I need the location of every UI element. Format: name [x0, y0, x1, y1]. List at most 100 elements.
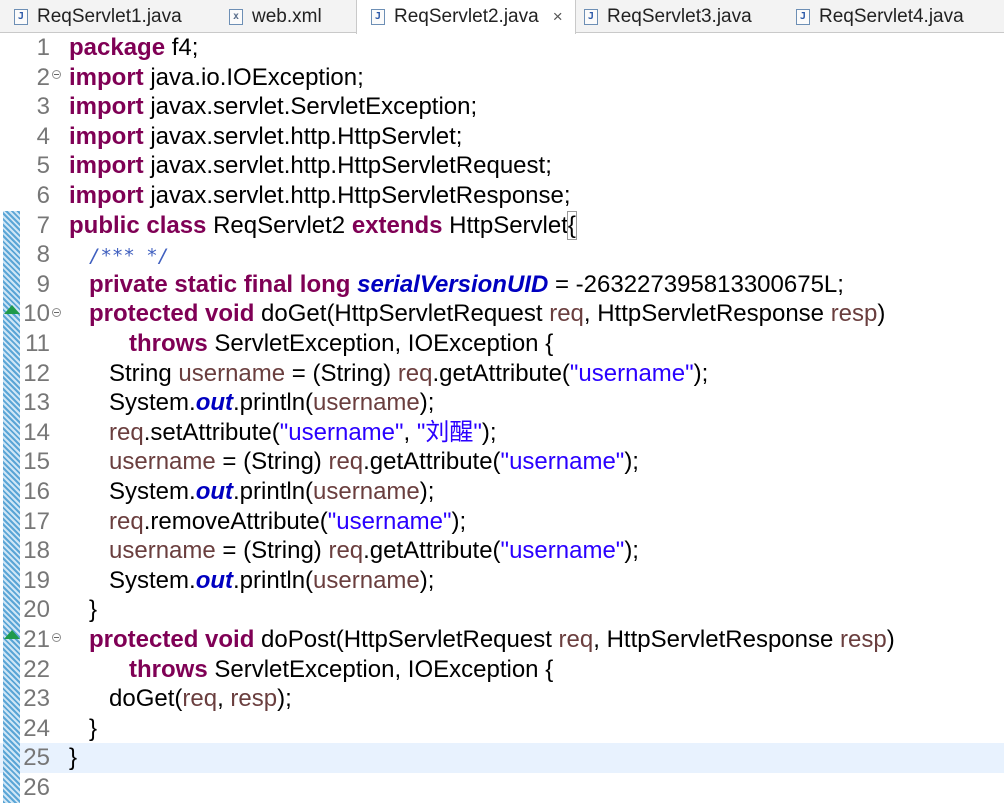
- line-number: 12: [23, 359, 50, 387]
- code-line[interactable]: 24 }: [0, 714, 1004, 744]
- fold-toggle-icon[interactable]: [52, 70, 61, 79]
- code-line[interactable]: 12 String username = (String) req.getAtt…: [0, 359, 1004, 389]
- code-text: String username = (String) req.getAttrib…: [69, 359, 709, 387]
- code-line[interactable]: 1 package f4;: [0, 33, 1004, 63]
- code-text: import javax.servlet.http.HttpServletReq…: [69, 152, 552, 180]
- tab-web-xml[interactable]: x web.xml: [229, 0, 322, 33]
- editor-tab-bar: J ReqServlet1.java x web.xml J ReqServle…: [0, 0, 1004, 34]
- line-number: 23: [23, 685, 50, 713]
- line-number: 3: [36, 93, 50, 121]
- code-line[interactable]: 17 req.removeAttribute("username");: [0, 507, 1004, 537]
- code-line[interactable]: 23 doGet(req, resp);: [0, 684, 1004, 714]
- line-number: 11: [25, 330, 50, 357]
- line-number: 20: [23, 596, 50, 624]
- code-text: System.out.println(username);: [69, 478, 435, 505]
- code-line[interactable]: 8 /*** */: [0, 240, 1004, 270]
- code-text: }: [69, 714, 98, 742]
- code-line[interactable]: 11 throws ServletException, IOException …: [0, 329, 1004, 359]
- code-text: username = (String) req.getAttribute("us…: [109, 537, 639, 565]
- code-text: import javax.servlet.http.HttpServlet;: [69, 122, 463, 150]
- line-number: 24: [23, 714, 50, 742]
- code-line[interactable]: 5 import javax.servlet.http.HttpServletRe…: [0, 151, 1004, 181]
- code-line[interactable]: 13 System.out.println(username);: [0, 388, 1004, 418]
- line-number: 22: [23, 655, 50, 683]
- line-number: 5: [36, 152, 50, 180]
- code-line[interactable]: 20 }: [0, 595, 1004, 625]
- code-text: throws ServletException, IOException {: [129, 330, 554, 357]
- line-number: 16: [23, 478, 50, 505]
- tab-label: ReqServlet1.java: [37, 5, 182, 27]
- line-number: 1: [36, 34, 50, 61]
- code-line[interactable]: 4 import javax.servlet.http.HttpServlet;: [0, 122, 1004, 152]
- code-line[interactable]: 18 username = (String) req.getAttribute(…: [0, 536, 1004, 566]
- line-number: 4: [36, 122, 50, 150]
- code-text: System.out.println(username);: [69, 389, 435, 417]
- override-marker-icon[interactable]: [4, 305, 20, 314]
- line-number: 9: [36, 270, 50, 298]
- code-line[interactable]: 10 protected void doGet(HttpServletReque…: [0, 299, 1004, 329]
- code-line[interactable]: 22 throws ServletException, IOException …: [0, 655, 1004, 685]
- code-text: import java.io.IOException;: [69, 63, 364, 91]
- tab-reqservlet1[interactable]: J ReqServlet1.java: [14, 0, 182, 33]
- code-text: }: [69, 744, 78, 772]
- code-text: public class ReqServlet2 extends HttpSer…: [69, 210, 577, 240]
- tab-label: ReqServlet3.java: [607, 5, 752, 27]
- tab-reqservlet3[interactable]: J ReqServlet3.java: [584, 0, 752, 33]
- code-text: import javax.servlet.ServletException;: [69, 93, 478, 121]
- code-line[interactable]: 16 System.out.println(username);: [0, 477, 1004, 507]
- code-text: username = (String) req.getAttribute("us…: [109, 448, 639, 476]
- line-number: 21: [23, 626, 50, 653]
- code-line[interactable]: 3 import javax.servlet.ServletException;: [0, 92, 1004, 122]
- java-file-icon: J: [14, 8, 28, 25]
- tab-reqservlet4[interactable]: J ReqServlet4.java: [796, 0, 964, 33]
- tab-label: ReqServlet2.java: [394, 6, 539, 27]
- code-line[interactable]: 14 req.setAttribute("username", "刘醒");: [0, 418, 1004, 448]
- code-line[interactable]: 9 private static final long serialVersio…: [0, 270, 1004, 300]
- line-number: 17: [23, 507, 50, 535]
- code-line[interactable]: 6 import javax.servlet.http.HttpServletRe…: [0, 181, 1004, 211]
- change-marker-strip: [3, 211, 20, 803]
- fold-toggle-icon[interactable]: [52, 633, 61, 642]
- line-number: 10: [23, 300, 50, 328]
- line-number: 19: [23, 566, 50, 594]
- line-number: 8: [36, 241, 50, 269]
- code-text: protected void doGet(HttpServletRequest …: [89, 300, 886, 328]
- code-text: System.out.println(username);: [69, 566, 435, 594]
- code-line[interactable]: 2 import java.io.IOException;: [0, 63, 1004, 93]
- line-number: 7: [36, 211, 50, 239]
- line-number: 13: [23, 389, 50, 417]
- tab-label: web.xml: [252, 5, 322, 27]
- code-line[interactable]: 21 protected void doPost(HttpServletRequ…: [0, 625, 1004, 655]
- code-line[interactable]: 26: [0, 773, 1004, 803]
- tab-reqservlet2[interactable]: J ReqServlet2.java ×: [356, 0, 576, 34]
- line-number: 2: [36, 63, 50, 91]
- code-text: /*** */: [89, 245, 170, 268]
- code-text: import javax.servlet.http.HttpServletRes…: [69, 182, 571, 209]
- tab-label: ReqServlet4.java: [819, 5, 964, 27]
- override-marker-icon[interactable]: [4, 630, 20, 639]
- code-text: package f4;: [69, 34, 199, 61]
- fold-toggle-icon[interactable]: [52, 308, 61, 317]
- java-file-icon: J: [584, 8, 598, 25]
- line-number: 15: [23, 448, 50, 476]
- code-line[interactable]: 7 public class ReqServlet2 extends HttpSe…: [0, 210, 1004, 241]
- code-line[interactable]: 19 System.out.println(username);: [0, 566, 1004, 596]
- line-number: 14: [23, 418, 50, 446]
- code-text: req.removeAttribute("username");: [109, 507, 467, 535]
- code-line[interactable]: 15 username = (String) req.getAttribute(…: [0, 447, 1004, 477]
- line-number: 25: [23, 744, 50, 772]
- java-file-icon: J: [371, 9, 385, 25]
- code-text: doGet(req, resp);: [69, 685, 292, 713]
- code-text: private static final long serialVersionU…: [89, 270, 844, 298]
- code-text: req.setAttribute("username", "刘醒");: [109, 418, 497, 446]
- java-file-icon: J: [796, 8, 810, 25]
- close-tab-icon[interactable]: ×: [552, 7, 563, 26]
- code-text: }: [69, 596, 98, 624]
- line-number: 18: [23, 537, 50, 565]
- code-line[interactable]: 25}: [0, 743, 1004, 773]
- code-text: protected void doPost(HttpServletRequest…: [89, 626, 895, 653]
- xml-file-icon: x: [229, 8, 243, 25]
- code-text: throws ServletException, IOException {: [129, 655, 554, 683]
- overview-ruler: [0, 33, 22, 807]
- line-number: 6: [36, 182, 50, 209]
